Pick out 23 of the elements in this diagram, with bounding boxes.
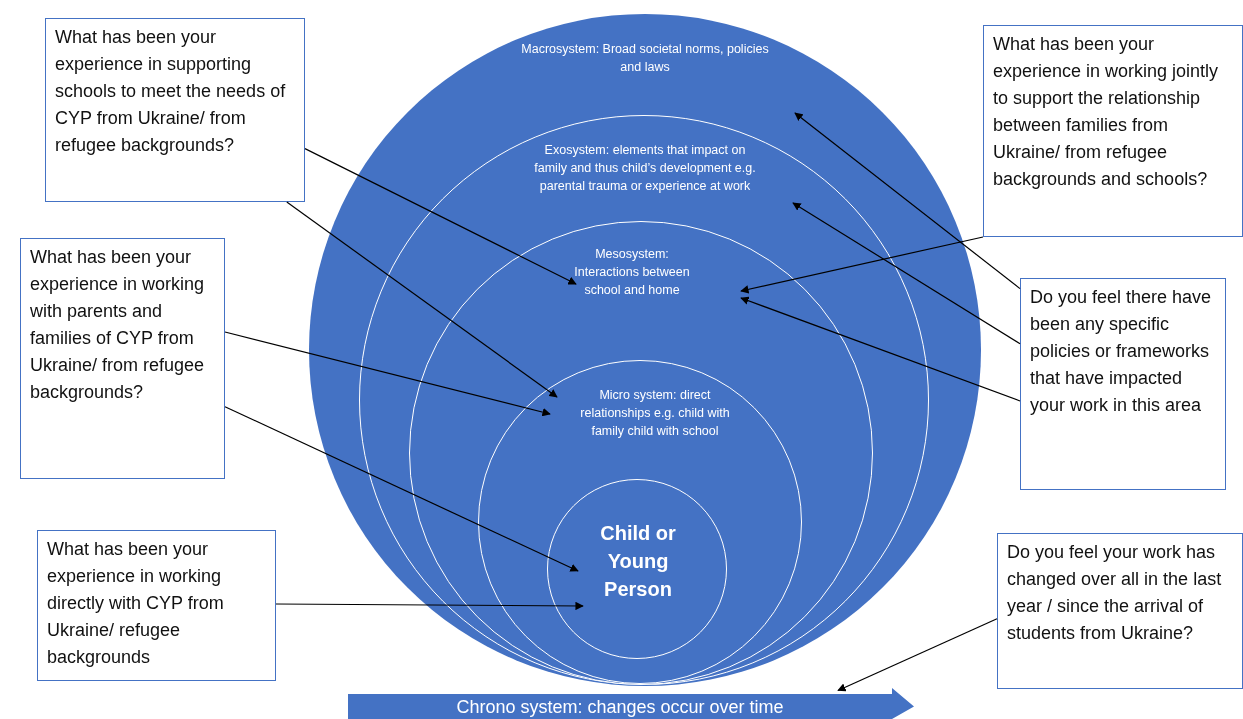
question-box: What has been your experience in working jointly to support the relationship between families from Ukraine/ from refugee backgrounds and schools?	[983, 25, 1243, 237]
arrow	[794, 112, 1021, 290]
arrow	[740, 236, 984, 294]
arrow	[286, 201, 558, 398]
question-box: What has been your experience in working directly with CYP from Ukraine/ refugee backgrounds	[37, 530, 276, 681]
arrow	[224, 331, 551, 417]
question-box: What has been your experience in supporting schools to meet the needs of CYP from Ukraine/ from refugee backgrounds?	[45, 18, 305, 202]
question-box: Do you feel your work has changed over all in the last year / since the arrival of students from Ukraine?	[997, 533, 1243, 689]
arrow	[275, 601, 584, 611]
circle-label: Mesosystem: Interactions between school and home	[573, 246, 691, 300]
circle-label: Macrosystem: Broad societal norms, policies and laws	[520, 41, 770, 77]
circle-label: Child or Young Person	[599, 521, 677, 602]
arrow	[792, 202, 1021, 345]
question-box: What has been your experience in working with parents and families of CYP from Ukraine/ from refugee backgrounds?	[20, 238, 225, 479]
arrow	[304, 148, 577, 285]
question-box: Do you feel there have been any specific policies or frameworks that have impacted your work in this area	[1020, 278, 1226, 490]
timeline-label: Chrono system: changes occur over time	[455, 696, 785, 719]
arrow	[740, 296, 1021, 402]
timeline-arrow	[348, 688, 914, 719]
arrow	[837, 618, 998, 692]
circle-label: Exosystem: elements that impact on family and thus child’s development e.g. parental trauma or experience at work	[533, 142, 757, 196]
circle-label: Micro system: direct relationships e.g. child with family child with school	[579, 387, 731, 441]
arrow	[224, 406, 579, 572]
